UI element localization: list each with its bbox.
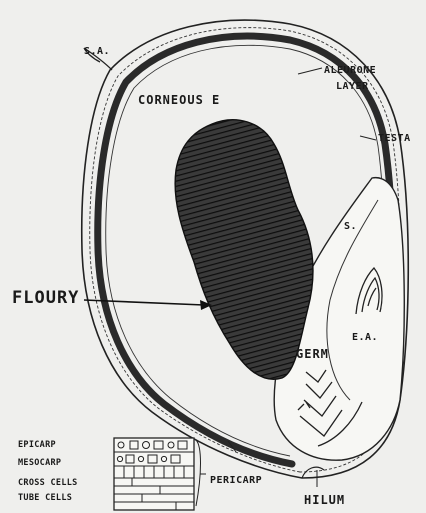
label-ea: E.A. [352,333,378,343]
label-corneous: CORNEOUS E [138,94,220,106]
label-testa: TESTA [378,134,411,144]
label-pericarp: PERICARP [210,476,262,486]
label-mesocarp: MESOCARP [18,459,61,468]
floury-endosperm [175,120,313,380]
label-floury: FLOURY [12,290,79,307]
label-germ: GERM [296,348,329,360]
label-scutellum: S. [344,222,357,232]
label-aleurone: ALEURONE [324,66,376,76]
label-layer: LAYER [336,82,369,92]
label-cross-cells: CROSS CELLS [18,479,78,488]
label-tube-cells: TUBE CELLS [18,494,72,503]
label-epicarp: EPICARP [18,441,56,450]
label-sa: S.A. [84,47,110,57]
label-hilum: HILUM [304,494,345,506]
pericarp-inset [114,438,206,510]
